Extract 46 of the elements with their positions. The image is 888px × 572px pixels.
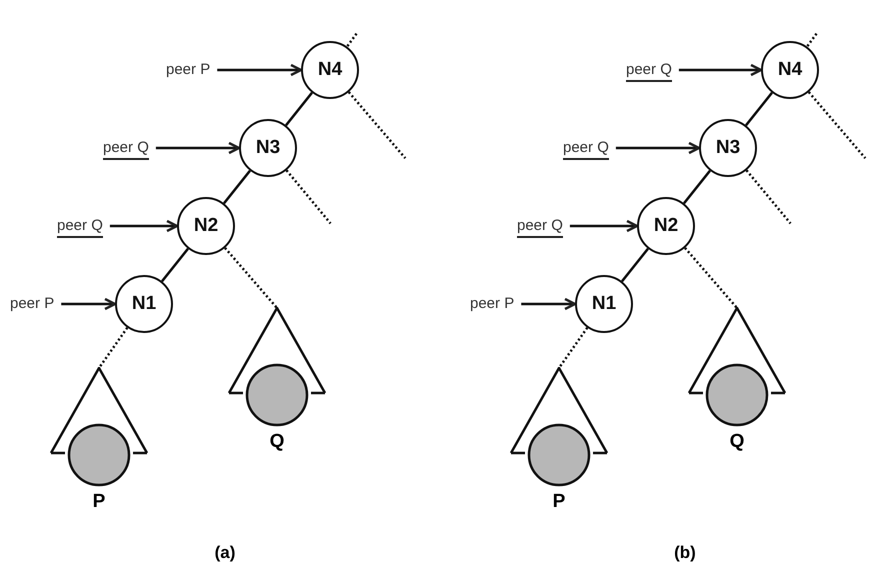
arrow <box>61 298 116 310</box>
peer-label: peer P <box>470 295 514 313</box>
arrow <box>570 220 638 232</box>
dotted-link <box>348 91 406 160</box>
dotted-link <box>558 326 588 369</box>
dotted-link <box>746 170 792 224</box>
arrow <box>616 142 700 154</box>
tree-link <box>745 92 773 126</box>
tree-link <box>161 248 189 282</box>
dotted-link <box>98 326 128 369</box>
tree-node-circle: N2 <box>177 197 235 255</box>
panel-label: (b) <box>673 543 697 563</box>
peer-label: peer P <box>166 61 210 79</box>
arrow <box>678 64 762 76</box>
tree-node-circle: N3 <box>239 119 297 177</box>
peer-label: peer Q <box>626 61 672 82</box>
tree-node-circle: N4 <box>761 41 819 99</box>
arrow <box>156 142 240 154</box>
peer-label: peer Q <box>57 217 103 238</box>
subtree-label: Q <box>728 431 746 453</box>
subtree-label: P <box>92 491 106 513</box>
tree-link <box>621 248 649 282</box>
arrow <box>110 220 178 232</box>
dotted-link <box>684 247 738 309</box>
peer-label: peer Q <box>103 139 149 160</box>
tree-node-circle: N3 <box>699 119 757 177</box>
subtree-label: P <box>552 491 566 513</box>
tree-link <box>683 170 711 204</box>
peer-label: peer Q <box>517 217 563 238</box>
panel-label: (a) <box>214 543 236 563</box>
tree-node-circle: N2 <box>637 197 695 255</box>
dotted-link <box>346 32 358 48</box>
dotted-link <box>286 170 332 224</box>
peer-label: peer Q <box>563 139 609 160</box>
dotted-link <box>806 32 818 48</box>
dotted-link <box>224 247 278 309</box>
arrow <box>521 298 576 310</box>
tree-node-circle: N1 <box>115 275 173 333</box>
peer-label: peer P <box>10 295 54 313</box>
tree-link <box>223 170 251 204</box>
tree-node-circle: N4 <box>301 41 359 99</box>
arrow <box>217 64 302 76</box>
dotted-link <box>808 91 866 160</box>
subtree-label: Q <box>268 431 286 453</box>
tree-node-circle: N1 <box>575 275 633 333</box>
tree-link <box>285 92 313 126</box>
